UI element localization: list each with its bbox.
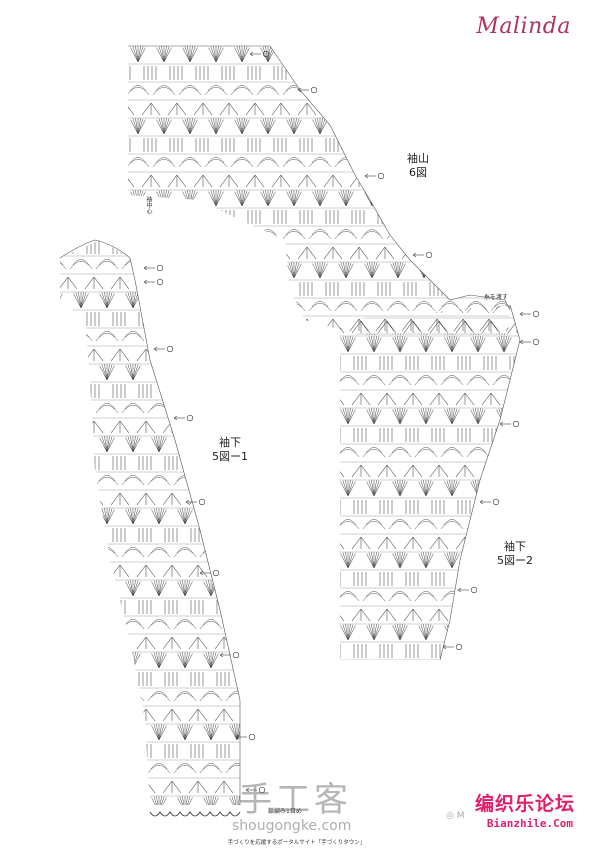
row-markers	[143, 50, 540, 794]
forum-name: 编织乐论坛	[474, 793, 575, 815]
wechat-icon: ◎ M	[446, 811, 465, 821]
row-marker	[470, 586, 478, 594]
attach-yarn-note: 糸を渡す	[484, 294, 509, 301]
row-marker	[455, 643, 463, 651]
sleeve-center-note: 袖中心	[145, 196, 152, 214]
watermark-chinese: 手工客	[238, 780, 352, 820]
forum-url: Bianzhile.Com	[486, 817, 573, 830]
under-sleeve-1-title: 袖下	[219, 436, 241, 449]
under-sleeve-2-label: 袖下 5図ー2	[485, 540, 545, 568]
row-marker	[532, 338, 540, 346]
under-sleeve-2-figure: 5図ー2	[497, 554, 533, 567]
row-marker	[212, 569, 220, 577]
sleeve-cap-title: 袖山	[407, 152, 429, 165]
row-marker	[248, 733, 256, 741]
under-sleeve-1-chart	[60, 240, 240, 805]
row-marker	[310, 86, 318, 94]
sleeve-cap-chart	[128, 46, 510, 335]
brand-logo: Malinda	[476, 14, 571, 39]
row-marker	[166, 345, 174, 353]
row-marker	[532, 310, 540, 318]
row-marker	[425, 251, 433, 259]
row-marker	[198, 498, 206, 506]
under-sleeve-2-chart	[340, 305, 520, 660]
row-marker	[377, 172, 385, 180]
under-sleeve-1-figure: 5図ー1	[212, 450, 248, 463]
sleeve-cap-figure: 6図	[409, 166, 427, 179]
row-marker	[262, 50, 270, 58]
sleeve-cap-label: 袖山 6図	[398, 152, 438, 180]
scallop-edge	[149, 811, 241, 817]
chain-start-note: 鎖編み1目め	[268, 808, 302, 815]
row-marker	[232, 651, 240, 659]
under-sleeve-2-title: 袖下	[504, 540, 526, 553]
row-marker	[156, 264, 164, 272]
row-marker	[186, 414, 194, 422]
under-sleeve-1-label: 袖下 5図ー1	[200, 436, 260, 464]
row-marker	[492, 498, 500, 506]
row-marker	[258, 786, 266, 794]
footer-caption: 手づくりを応援するポータルサイト「手づくりタウン」	[227, 840, 366, 846]
row-marker	[156, 278, 164, 286]
under-sleeve-2-outline	[439, 304, 521, 661]
under-sleeve-1-outline	[59, 239, 241, 805]
row-marker	[512, 420, 520, 428]
watermark-url: shougongke.com	[232, 818, 352, 834]
